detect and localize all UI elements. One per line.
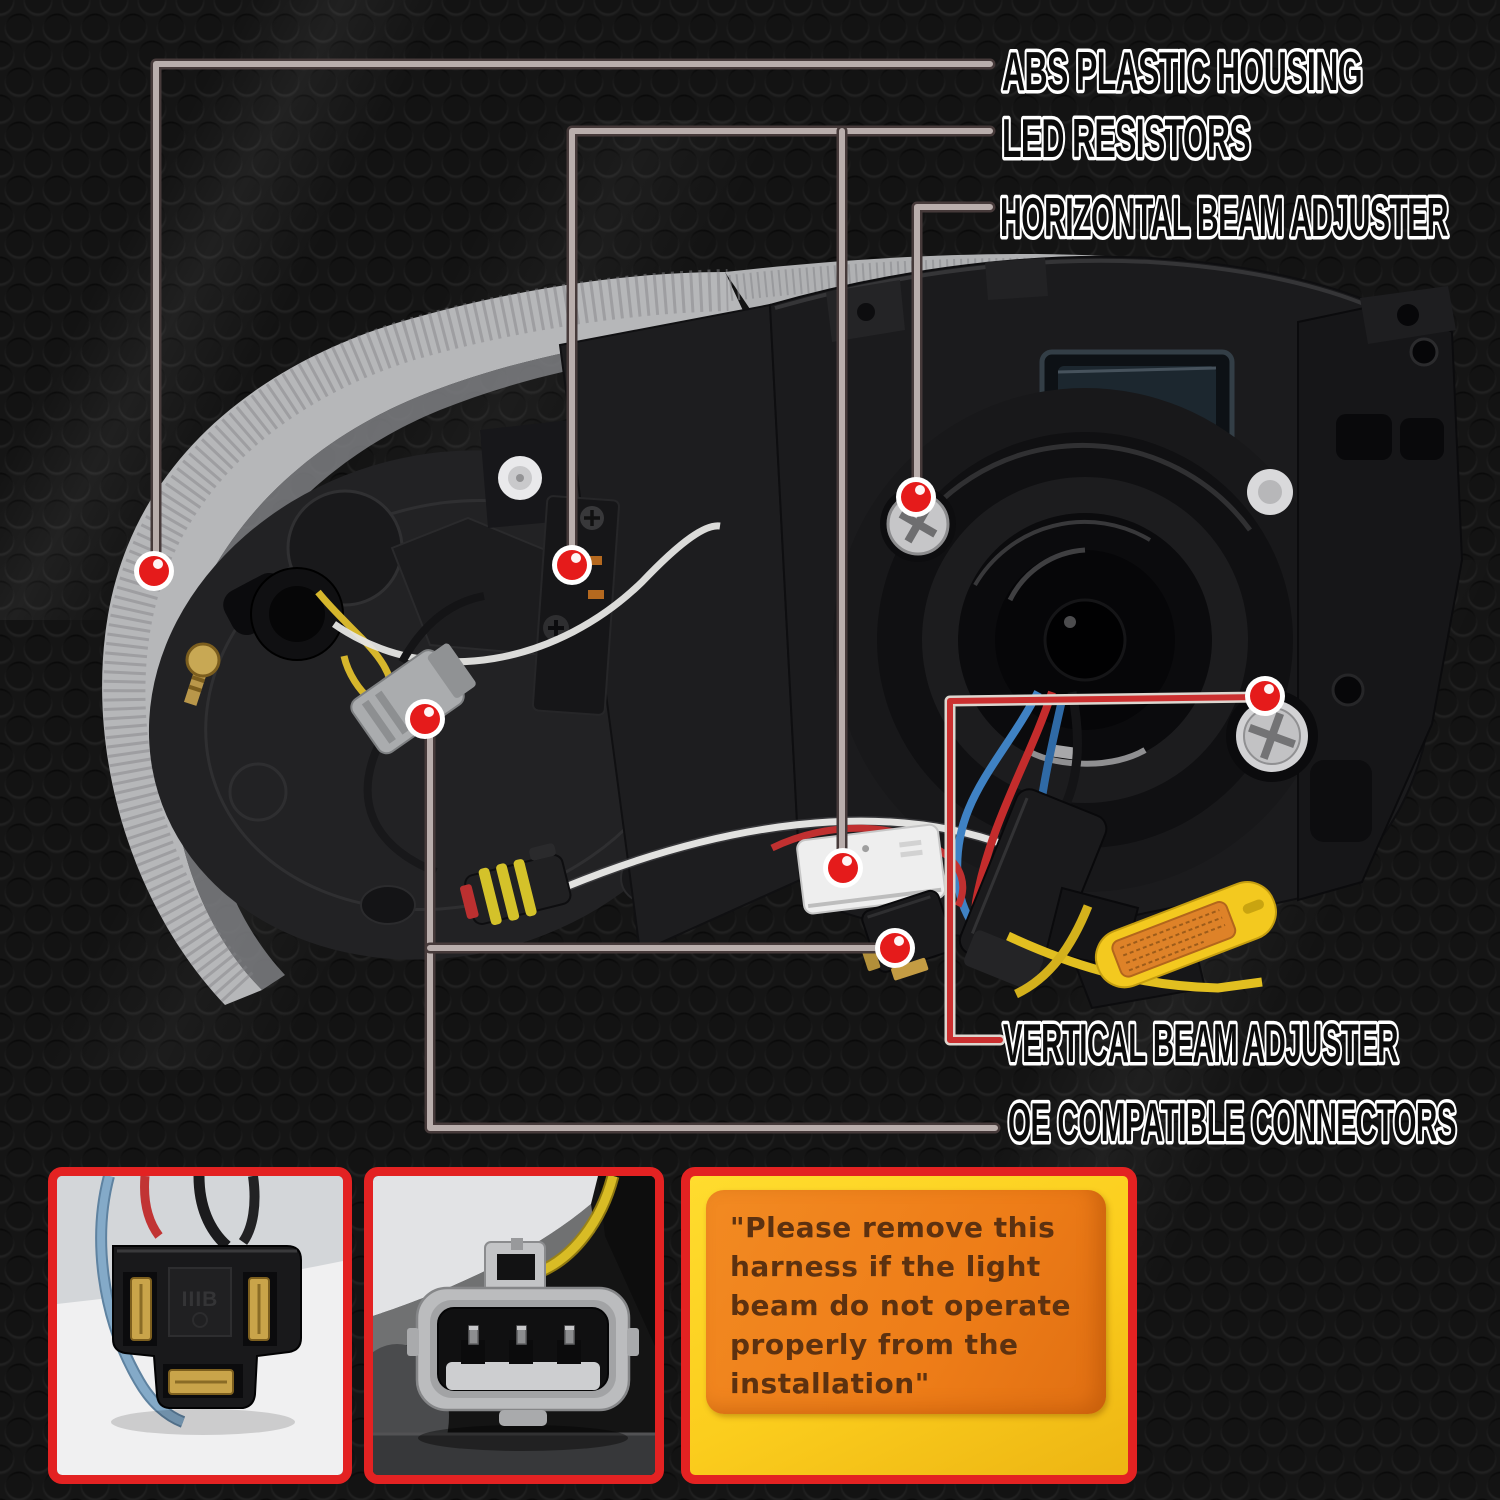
warning-line: installation" bbox=[730, 1367, 930, 1400]
sealed-connector bbox=[460, 843, 572, 926]
inset-h4-connector-photo: IIIB bbox=[48, 1167, 352, 1484]
callout-markers bbox=[134, 477, 1285, 968]
leader-lines bbox=[150, 58, 1268, 1134]
brass-screw bbox=[183, 642, 221, 706]
leader-abs bbox=[150, 58, 996, 577]
marker-dot-led-bracket bbox=[552, 545, 592, 585]
marker-dot-oe-gray-connector bbox=[405, 699, 445, 739]
headlight-assembly bbox=[102, 253, 1464, 1010]
marker-dot-abs bbox=[134, 551, 174, 591]
oe-connector-gray bbox=[350, 643, 476, 755]
warning-line: properly from the bbox=[730, 1328, 1019, 1361]
bulb-socket bbox=[223, 567, 344, 661]
projector-lens bbox=[833, 388, 1337, 892]
connector-pins bbox=[468, 1325, 575, 1345]
vertical-adjuster-screw bbox=[1226, 690, 1318, 782]
callout-label-oe-compatible-connectors: OE COMPATIBLE CONNECTORS bbox=[1008, 1091, 1456, 1153]
led-resistor-box bbox=[796, 823, 947, 915]
callout-label-abs-plastic-housing: ABS PLASTIC HOUSING bbox=[1002, 40, 1362, 102]
leader-led bbox=[566, 125, 996, 874]
leader-horizontal bbox=[911, 201, 996, 503]
callout-label-vertical-beam-adjuster: VERTICAL BEAM ADJUSTER bbox=[1003, 1012, 1398, 1074]
marker-dot-oe-h4-connector bbox=[875, 928, 915, 968]
oe-connector-front bbox=[407, 1238, 639, 1426]
marker-dot-horizontal-adjuster bbox=[896, 477, 936, 517]
inset-oe-connector-photo bbox=[364, 1167, 664, 1484]
callout-labels: ABS PLASTIC HOUSING LED RESISTORS HORIZO… bbox=[997, 37, 1461, 1157]
leader-oe bbox=[424, 713, 1001, 1134]
red-wire bbox=[140, 1176, 163, 1239]
harness-warning-tag bbox=[1094, 881, 1277, 989]
leader-vertical bbox=[944, 691, 1268, 1046]
warning-line: beam do not operate bbox=[730, 1289, 1072, 1322]
marker-dot-vertical-adjuster bbox=[1245, 676, 1285, 716]
center-bracket-spine bbox=[480, 303, 802, 954]
callout-label-led-resistors: LED RESISTORS bbox=[1002, 107, 1250, 169]
warning-sticker: "Please remove this harness if the light… bbox=[706, 1190, 1106, 1414]
marker-dot-led-resistor bbox=[823, 848, 863, 888]
warning-line: "Please remove this bbox=[730, 1211, 1056, 1244]
connector-embossed-marking: IIIB bbox=[182, 1288, 219, 1311]
inset-warning-label-photo: "Please remove this harness if the light… bbox=[681, 1167, 1137, 1484]
warning-line: harness if the light bbox=[730, 1250, 1041, 1283]
brass-terminals bbox=[130, 1277, 270, 1395]
mounting-bracket-wing bbox=[1297, 286, 1464, 902]
callout-label-horizontal-beam-adjuster: HORIZONTAL BEAM ADJUSTER bbox=[1000, 186, 1448, 248]
yellow-wire bbox=[537, 1176, 618, 1277]
